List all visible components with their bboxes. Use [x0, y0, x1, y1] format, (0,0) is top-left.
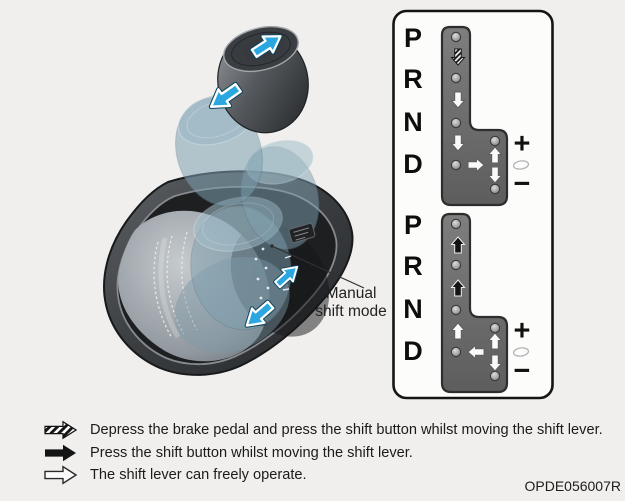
callout-leader-line — [270, 244, 365, 289]
gate-dot-n — [450, 117, 462, 129]
boot-stitching — [153, 231, 198, 339]
shift-button-oval — [512, 160, 530, 170]
gate-dot-minus — [489, 370, 501, 382]
minus-label: − — [513, 168, 531, 200]
shift-button-oval — [512, 347, 530, 357]
legend-text: The shift lever can freely operate. — [90, 467, 307, 483]
upshift-gate — [440, 212, 530, 394]
gate-label-n: N — [403, 107, 423, 137]
gate-dot-r — [450, 72, 462, 84]
gate-dot-d — [450, 159, 462, 171]
figure-code: OPDE056007R — [524, 478, 621, 494]
shifter-illustration — [103, 25, 365, 376]
callout-line2: shift mode — [315, 303, 387, 320]
gate-dot-r — [450, 259, 462, 271]
legend-text: Depress the brake pedal and press the sh… — [90, 422, 603, 438]
legend-item-free: The shift lever can freely operate. — [43, 463, 307, 487]
manual-shift-mode-callout: Manual shift mode — [303, 285, 399, 321]
gate-label-r: R — [403, 251, 423, 281]
plus-label: + — [513, 315, 531, 347]
gate-label-d: D — [403, 336, 423, 366]
callout-line1: Manual — [325, 285, 377, 302]
gate-dot-plus — [489, 135, 501, 147]
button-arrow-icon — [45, 444, 76, 462]
legend-item-button: Press the shift button whilst moving the… — [43, 441, 413, 465]
gate-dot-minus — [489, 183, 501, 195]
downshift-gate — [440, 25, 530, 207]
gate-dot-p — [450, 31, 462, 43]
gate-dot-plus — [489, 322, 501, 334]
shift-lock-plate — [288, 223, 316, 243]
gate-label-d: D — [403, 149, 423, 179]
free-arrow-icon — [44, 466, 77, 484]
minus-label: − — [513, 355, 531, 387]
gate-label-p: P — [403, 210, 422, 240]
gate-label-p: P — [403, 23, 422, 53]
shift-pattern-panel — [392, 9, 554, 400]
gate-dot-d — [450, 346, 462, 358]
legend-text: Press the shift button whilst moving the… — [90, 445, 413, 461]
brake-and-button-arrow-icon — [44, 421, 77, 439]
gate-dot-n — [450, 304, 462, 316]
plus-label: + — [513, 128, 531, 160]
boot-ridge-highlight — [158, 237, 181, 339]
shift-knob — [217, 25, 309, 134]
legend-item-brake-and-button: Depress the brake pedal and press the sh… — [43, 418, 603, 442]
gate-label-n: N — [403, 294, 423, 324]
gate-label-r: R — [403, 64, 423, 94]
gate-dot-p — [450, 218, 462, 230]
